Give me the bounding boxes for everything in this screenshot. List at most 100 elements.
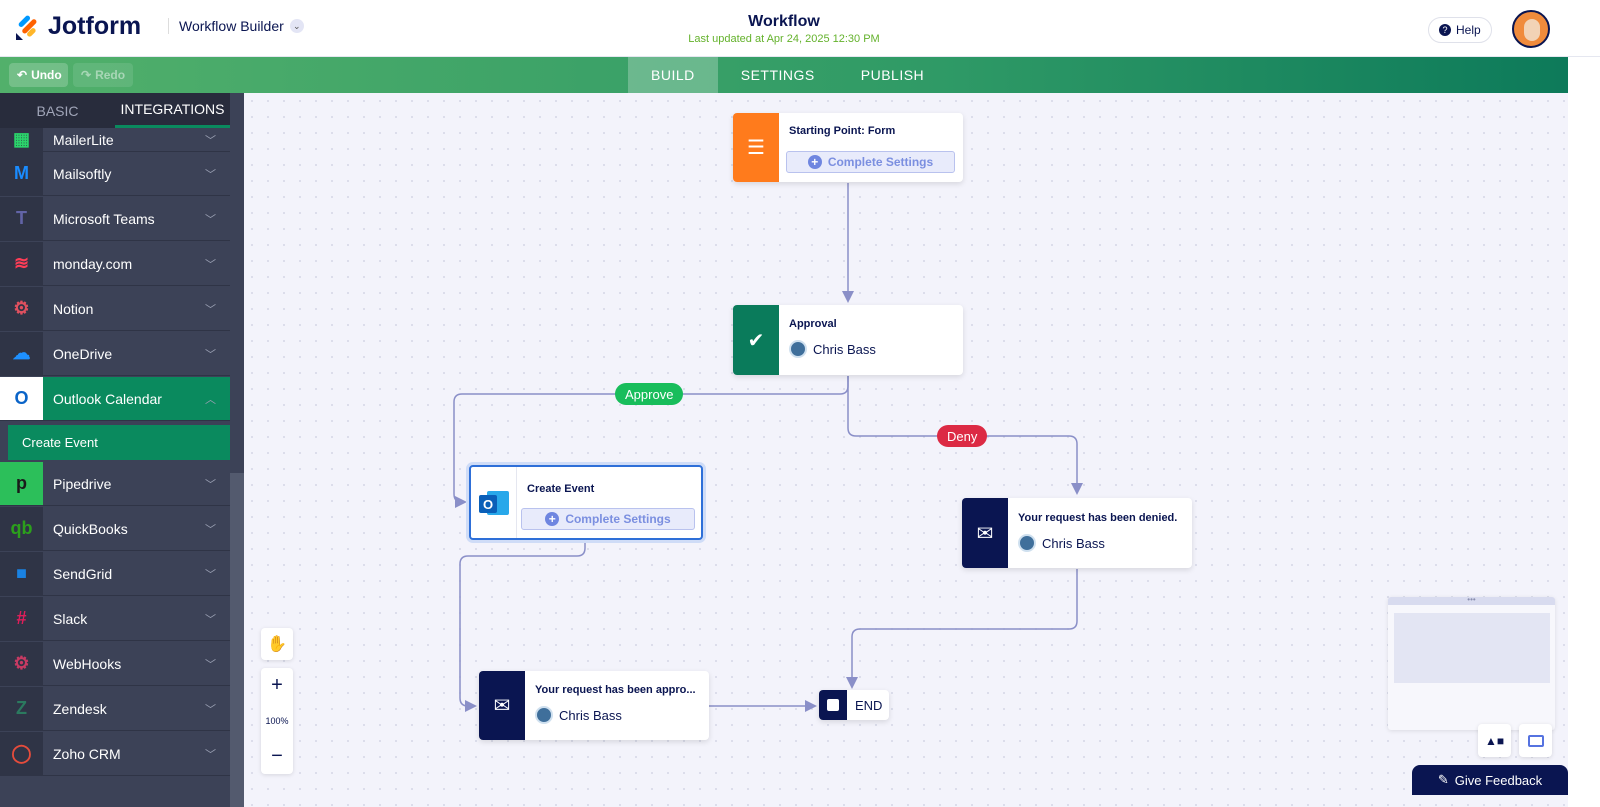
sidebar-item-label: WebHooks [53, 655, 122, 672]
button-label: Complete Settings [827, 155, 934, 169]
workflow-canvas[interactable] [244, 93, 1568, 807]
chevron-down-icon: ﹀ [205, 168, 216, 181]
help-label: Help [1456, 23, 1481, 37]
approve-branch-label[interactable]: Approve [615, 383, 684, 405]
sidebar-item-onedrive[interactable]: ☁OneDrive﹀ [0, 332, 230, 376]
integration-logo-icon: T [0, 197, 43, 240]
chevron-down-icon: ﹀ [205, 748, 216, 761]
redo-button[interactable]: ↷Redo [73, 63, 133, 87]
approval-icon: ✔ [733, 305, 779, 375]
zoom-in-button[interactable]: + [271, 674, 283, 696]
tab-build[interactable]: BUILD [628, 57, 718, 93]
edge-event-approved [459, 541, 586, 712]
sidebar-subitem-create-event[interactable]: Create Event [8, 425, 230, 460]
integration-logo-icon: ⚙ [0, 642, 43, 685]
integration-logo-icon: qb [0, 507, 43, 550]
chevron-down-icon: ﹀ [205, 478, 216, 491]
sidebar-item-label: monday.com [53, 255, 133, 272]
tab-integrations[interactable]: INTEGRATIONS [115, 93, 230, 128]
assignee: Chris Bass [559, 707, 622, 723]
sidebar-item-pipedrive[interactable]: p Pipedrive ﹀ [0, 462, 230, 506]
avatar[interactable] [1512, 10, 1550, 48]
sidebar-item-label: Zoho CRM [53, 745, 121, 762]
tab-basic[interactable]: BASIC [36, 102, 79, 119]
redo-label: Redo [95, 68, 126, 82]
hand-icon: ✋ [267, 636, 287, 653]
node-approval[interactable]: ✔ Approval Chris Bass [733, 305, 963, 375]
edge-approve [453, 376, 849, 508]
integration-logo-icon: p [0, 462, 43, 505]
sidebar-item-label: MailerLite [53, 131, 114, 148]
sidebar-item-webhooks[interactable]: ⚙ WebHooks ﹀ [0, 642, 230, 686]
app-switcher[interactable]: Workflow Builder⌄ [168, 18, 304, 34]
sidebar-scrollbar[interactable] [230, 93, 244, 807]
chevron-down-icon: ﹀ [205, 213, 216, 226]
user-avatar [789, 340, 807, 358]
sidebar-item-label: OneDrive [53, 345, 113, 362]
help-button[interactable]: ? Help [1428, 17, 1492, 43]
stop-icon [819, 690, 847, 720]
chevron-down-icon: ﹀ [205, 658, 216, 671]
zoom-out-button[interactable]: − [271, 745, 283, 767]
node-starting-point[interactable]: ☰ Starting Point: Form +Complete Setting… [733, 113, 963, 182]
email-icon: ✉ [479, 671, 525, 740]
sidebar-item-zoho-crm[interactable]: ◯ Zoho CRM ﹀ [0, 732, 230, 776]
email-icon: ✉ [962, 498, 1008, 568]
chevron-up-icon: ︿ [205, 393, 216, 406]
sidebar-item-slack[interactable]: #Slack﹀ [0, 597, 230, 641]
minimap[interactable]: ••• [1388, 596, 1555, 730]
chevron-down-icon: ﹀ [205, 703, 216, 716]
elements-button[interactable]: ▲■ [1478, 724, 1511, 757]
brand-name: Jotform [48, 12, 142, 40]
button-label: Complete Settings [565, 512, 671, 526]
minimap-toggle-button[interactable] [1519, 724, 1552, 757]
last-updated: Last updated at Apr 24, 2025 12:30 PM [688, 33, 880, 45]
sidebar-item-label: Pipedrive [53, 475, 112, 492]
tab-settings[interactable]: SETTINGS [740, 67, 815, 83]
sidebar-item-mailerlite[interactable]: ▦MailerLite﹀ [0, 128, 230, 152]
complete-settings-button[interactable]: +Complete Settings [521, 508, 695, 530]
give-feedback-button[interactable]: ✎ Give Feedback [1412, 765, 1568, 795]
hand-tool-button[interactable]: ✋ [261, 628, 293, 660]
zoom-level: 100% [265, 716, 289, 726]
sidebar-item-label: SendGrid [53, 565, 113, 582]
deny-branch-label[interactable]: Deny [937, 425, 988, 447]
jotform-logo[interactable]: Jotform [14, 12, 141, 41]
jotform-logo-icon [16, 15, 37, 40]
integration-logo-icon: ≋ [0, 242, 43, 285]
node-title: Your request has been denied. [1018, 512, 1178, 524]
feedback-label: Give Feedback [1454, 772, 1543, 788]
node-title: Create Event [527, 483, 595, 495]
undo-button[interactable]: ↶Undo [9, 63, 68, 87]
sidebar-item-notion[interactable]: ⚙Notion﹀ [0, 287, 230, 331]
feedback-icon: ✎ [1437, 772, 1449, 787]
node-create-event[interactable]: O Create Event +Complete Settings [469, 465, 703, 540]
node-denied-email[interactable]: ✉ Your request has been denied. Chris Ba… [962, 498, 1192, 568]
sidebar-item-monday-com[interactable]: ≋ monday.com ﹀ [0, 242, 230, 286]
integration-logo-icon: ◯ [0, 732, 43, 775]
tab-publish[interactable]: PUBLISH [860, 67, 925, 83]
sidebar-item-label: Slack [53, 610, 88, 627]
help-icon: ? [1439, 24, 1451, 36]
sidebar-item-label: Notion [53, 300, 94, 317]
chevron-down-icon: ﹀ [205, 613, 216, 626]
node-end[interactable]: END [819, 690, 889, 720]
node-approved-email[interactable]: ✉ Your request has been appro... Chris B… [479, 671, 709, 740]
chevron-down-icon: ﹀ [205, 134, 216, 147]
complete-settings-button[interactable]: +Complete Settings [786, 151, 955, 173]
sidebar-item-sendgrid[interactable]: ■SendGrid﹀ [0, 552, 230, 596]
page-title: Workflow [748, 13, 820, 30]
integration-logo-icon: O [0, 377, 43, 420]
integration-logo-icon: ⚙ [0, 287, 43, 330]
chevron-down-icon: ﹀ [205, 258, 216, 271]
minimap-viewport[interactable] [1394, 613, 1550, 683]
integration-logo-icon: ■ [0, 552, 43, 595]
chevron-down-icon: ﹀ [205, 523, 216, 536]
redo-icon: ↷ [81, 68, 92, 82]
integration-logo-icon: Z [0, 687, 43, 730]
